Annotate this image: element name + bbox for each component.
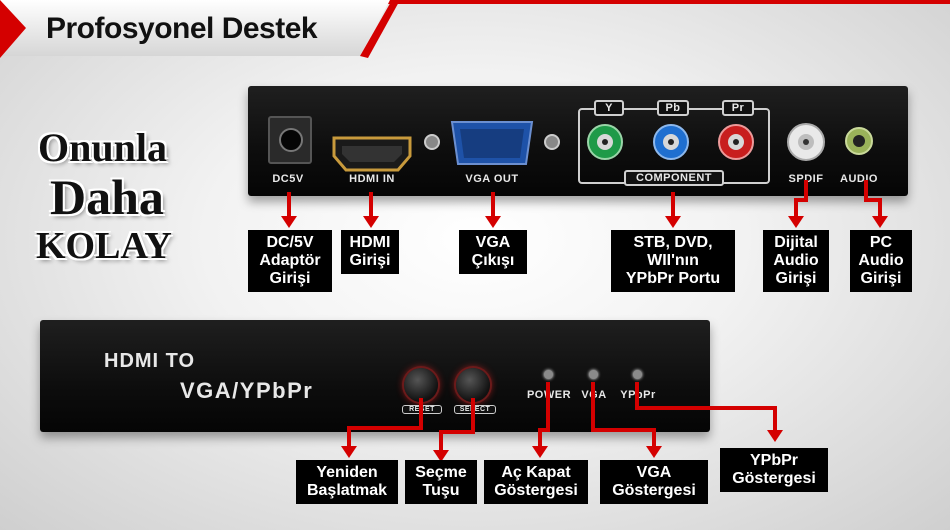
vga-led-icon: [589, 370, 598, 379]
device-front-panel: [40, 320, 710, 432]
audio-port-label: AUDIO: [840, 173, 878, 185]
dc-port-icon: [268, 116, 312, 164]
hdmi-port-icon: [332, 136, 412, 172]
slogan-line-1: Onunla: [38, 125, 167, 170]
select-button[interactable]: [456, 368, 490, 402]
slogan-line-2: Daha: [50, 169, 164, 225]
hdmi-port-label: HDMI IN: [349, 173, 395, 185]
page-title: Profosyonel Destek: [46, 12, 318, 45]
component-y-label: Y: [594, 100, 624, 116]
rca-ports-icon: [587, 124, 754, 160]
spdif-port-icon: [787, 123, 825, 161]
dc-port-label: DC5V: [272, 173, 304, 185]
slogan-line-3: KOLAY: [36, 225, 172, 267]
component-label: COMPONENT: [624, 170, 724, 186]
header-arrow-icon: [0, 0, 26, 58]
front-brand-line-2: VGA/YPbPr: [180, 378, 314, 403]
header-bar: [0, 0, 950, 58]
ypbpr-led-icon: [633, 370, 642, 379]
component-pb-label: Pb: [657, 100, 689, 116]
component-pr-label: Pr: [722, 100, 754, 116]
reset-button[interactable]: [404, 368, 438, 402]
power-led-icon: [544, 370, 553, 379]
audio-port-icon: [845, 127, 873, 155]
spdif-port-label: SPDIF: [788, 173, 824, 185]
front-brand-line-1: HDMI TO: [104, 350, 196, 372]
vga-port-label: VGA OUT: [465, 173, 519, 185]
vga-port-icon: [424, 121, 560, 165]
